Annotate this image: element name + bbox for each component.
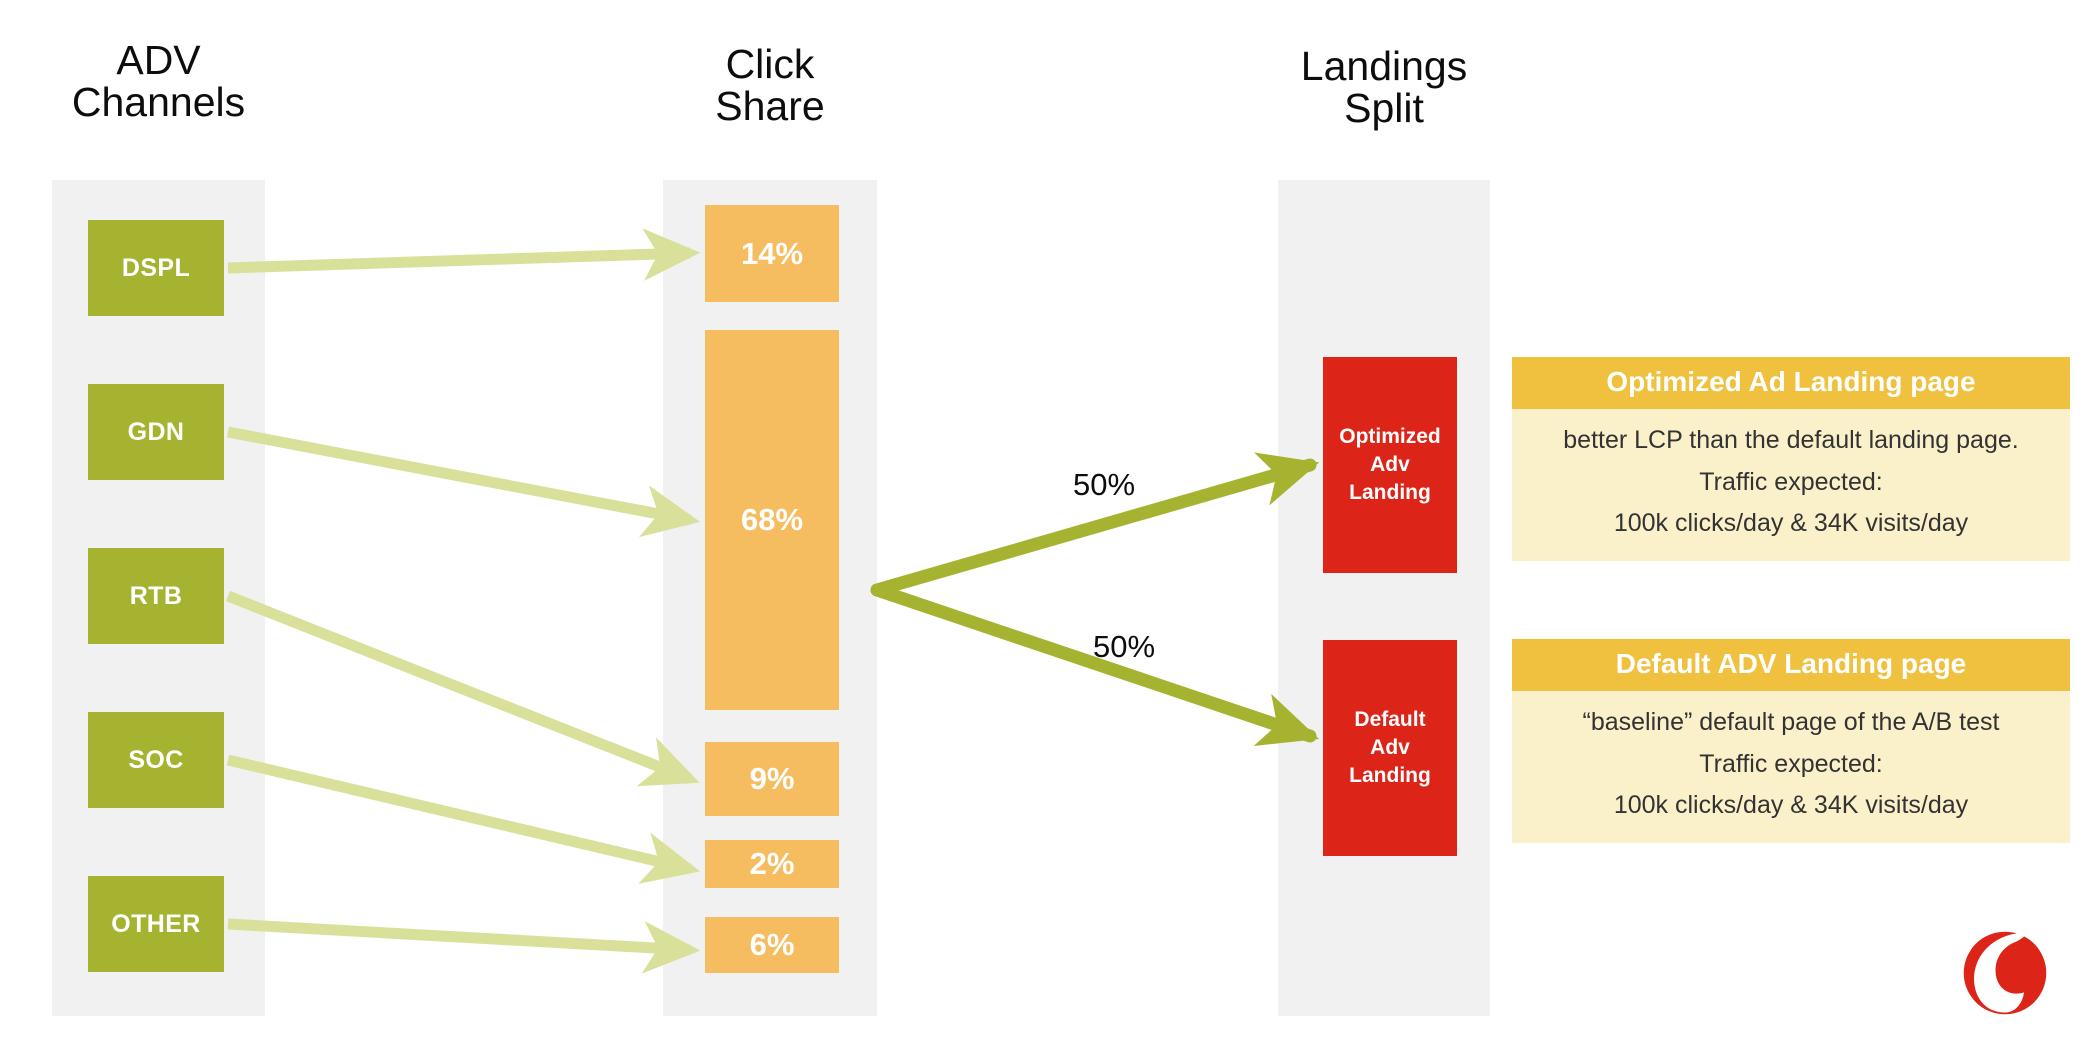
channel-box-dspl[interactable]: DSPL	[88, 220, 224, 316]
info-card-optimized-body: better LCP than the default landing page…	[1512, 409, 2070, 561]
link-soc-to-2	[226, 754, 701, 884]
split-label-bottom: 50%	[1093, 629, 1156, 664]
link-gdn-to-68	[226, 426, 701, 538]
landing-box-optimized[interactable]: Optimized Adv Landing	[1323, 357, 1457, 573]
info-card-default: Default ADV Landing page “baseline” defa…	[1512, 639, 2070, 843]
landing-box-default[interactable]: Default Adv Landing	[1323, 640, 1457, 856]
link-dspl-to-14	[227, 228, 701, 281]
share-bar-6[interactable]: 6%	[705, 917, 839, 973]
share-bar-68[interactable]: 68%	[705, 330, 839, 710]
info-card-optimized-title: Optimized Ad Landing page	[1512, 357, 2070, 409]
column-title-adv-channels: ADV Channels	[71, 37, 246, 125]
column-title-landings-split: Landings Split	[1300, 43, 1468, 131]
channel-box-gdn[interactable]: GDN	[88, 384, 224, 480]
info-card-optimized: Optimized Ad Landing page better LCP tha…	[1512, 357, 2070, 561]
share-bar-9[interactable]: 9%	[705, 742, 839, 816]
info-card-default-body: “baseline” default page of the A/B test …	[1512, 691, 2070, 843]
vodafone-logo-icon	[1963, 931, 2047, 1015]
info-card-default-title: Default ADV Landing page	[1512, 639, 2070, 691]
split-label-top: 50%	[1073, 467, 1136, 502]
column-title-click-share: Click Share	[715, 41, 825, 129]
channel-box-rtb[interactable]: RTB	[88, 548, 224, 644]
share-bar-14[interactable]: 14%	[705, 205, 839, 302]
link-other-to-6	[227, 918, 701, 974]
channel-box-soc[interactable]: SOC	[88, 712, 224, 808]
panel-landings-split	[1278, 180, 1490, 1016]
share-bar-2[interactable]: 2%	[705, 840, 839, 888]
channel-box-other[interactable]: OTHER	[88, 876, 224, 972]
link-rtb-to-9	[225, 590, 700, 787]
